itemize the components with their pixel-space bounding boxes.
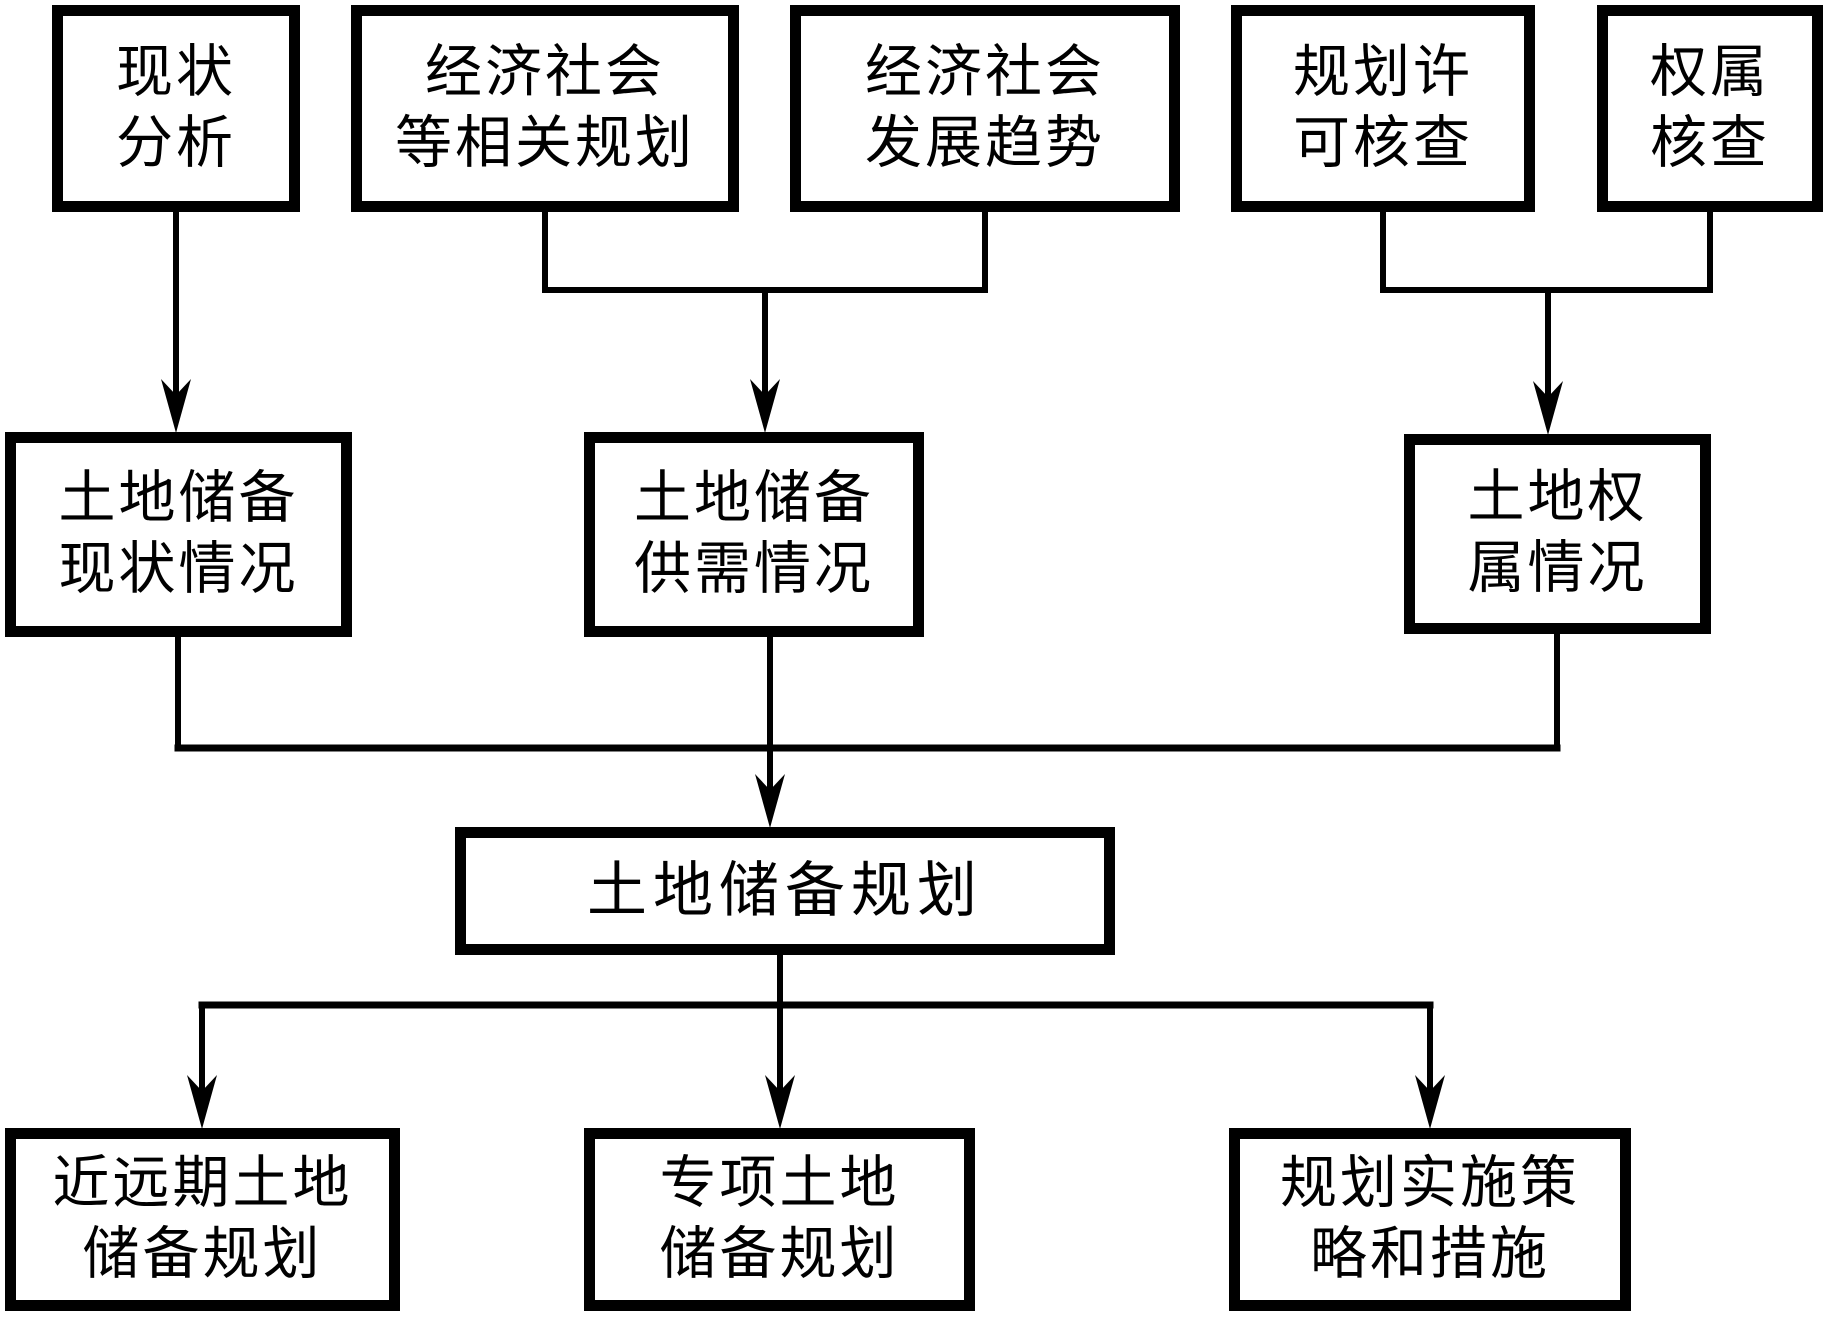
- box-status-analysis: 现状 分析: [52, 5, 300, 212]
- box-implementation-strategies-measures: 规划实施策 略和措施: [1229, 1128, 1631, 1311]
- box-status-analysis-label: 现状 分析: [116, 40, 236, 175]
- box-land-reserve-plan: 土地储备规划: [455, 827, 1115, 955]
- arrow-reserve-plan-to-outputs: [187, 955, 1445, 1129]
- box-land-reserve-current-status: 土地储备 现状情况: [5, 432, 352, 637]
- box-land-reserve-supply-demand: 土地储备 供需情况: [584, 432, 924, 637]
- arrow-situations-to-reserve-plan: [174, 634, 1561, 828]
- box-planning-permit-check: 规划许 可核查: [1231, 5, 1535, 212]
- box-ownership-check: 权属 核查: [1597, 5, 1823, 212]
- box-economic-social-development-trends: 经济社会 发展趋势: [790, 5, 1180, 212]
- box-land-reserve-current-status-label: 土地储备 现状情况: [58, 466, 299, 601]
- box-near-long-term-land-reserve-plan: 近远期土地 储备规划: [5, 1128, 400, 1311]
- arrow-checks-to-ownership-status: [1380, 212, 1713, 435]
- box-economic-social-related-plans: 经济社会 等相关规划: [351, 5, 739, 212]
- box-special-land-reserve-plan: 专项土地 储备规划: [584, 1128, 975, 1311]
- box-ownership-check-label: 权属 核查: [1650, 40, 1770, 175]
- box-land-ownership-status: 土地权 属情况: [1404, 434, 1711, 634]
- arrow-status-to-current: [161, 212, 191, 433]
- box-land-reserve-supply-demand-label: 土地储备 供需情况: [634, 466, 874, 601]
- box-economic-social-development-trends-label: 经济社会 发展趋势: [865, 40, 1105, 175]
- box-planning-permit-check-label: 规划许 可核查: [1293, 40, 1473, 175]
- box-land-reserve-plan-label: 土地储备规划: [587, 857, 983, 924]
- arrow-plans-trends-to-supply-demand: [542, 212, 988, 433]
- box-special-land-reserve-plan-label: 专项土地 储备规划: [659, 1151, 900, 1286]
- box-implementation-strategies-measures-label: 规划实施策 略和措施: [1280, 1151, 1580, 1286]
- box-economic-social-related-plans-label: 经济社会 等相关规划: [395, 40, 695, 175]
- box-land-ownership-status-label: 土地权 属情况: [1467, 466, 1648, 600]
- box-near-long-term-land-reserve-plan-label: 近远期土地 储备规划: [52, 1151, 353, 1286]
